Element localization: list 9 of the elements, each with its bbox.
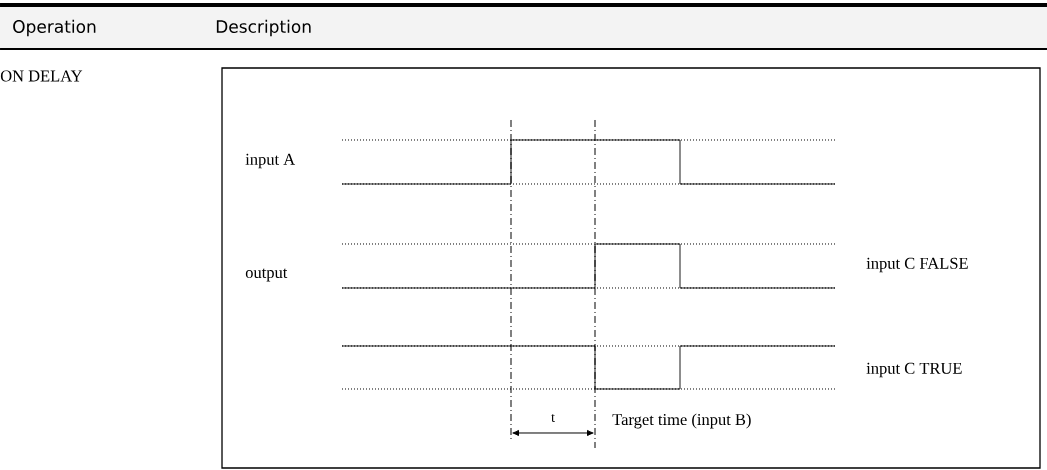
signal-label: output bbox=[245, 268, 288, 282]
time-label: t bbox=[551, 414, 555, 422]
time-label: Target time (input B) bbox=[612, 413, 751, 429]
column-header: Description bbox=[216, 19, 311, 37]
condition-label: input C TRUE bbox=[866, 362, 962, 378]
condition-label: input C FALSE bbox=[866, 257, 968, 273]
operation-name: ON DELAY bbox=[0, 70, 83, 82]
signal-label: input A bbox=[245, 153, 296, 169]
column-header: Operation bbox=[13, 19, 96, 37]
